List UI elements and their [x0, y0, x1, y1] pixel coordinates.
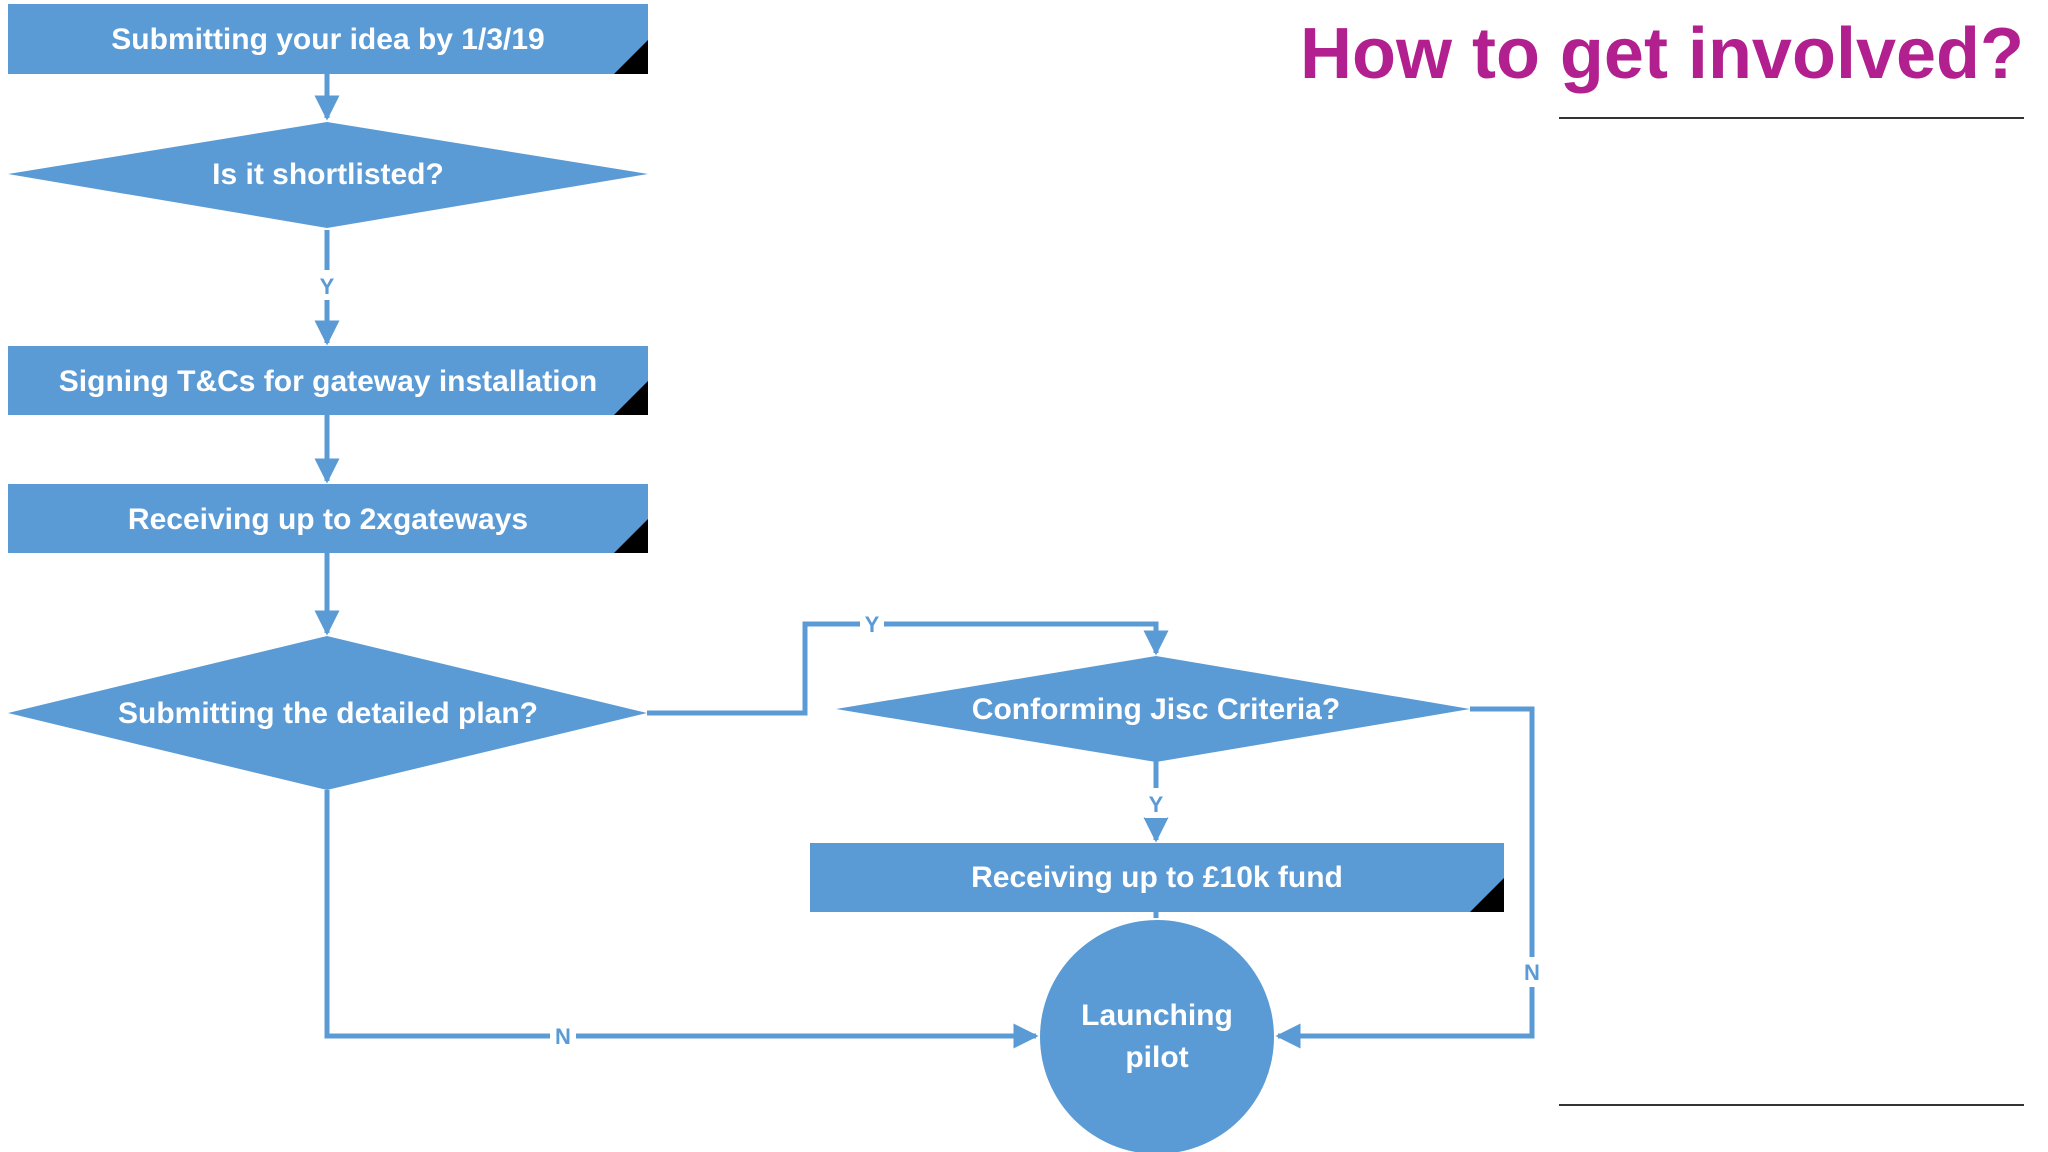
terminal-launch-pilot: Launching pilot — [1040, 920, 1274, 1152]
decision-detailed-plan: Submitting the detailed plan? — [8, 636, 647, 790]
edge-label-plan-no: N — [555, 1024, 571, 1049]
decision-jisc-criteria: Conforming Jisc Criteria? — [836, 656, 1470, 762]
decision-shortlisted-label: Is it shortlisted? — [212, 158, 444, 191]
process-receive-fund-label: Receiving up to £10k fund — [971, 861, 1343, 894]
process-sign-tcs: Signing T&Cs for gateway installation — [8, 346, 648, 415]
edge-label-criteria-yes: Y — [1149, 792, 1164, 817]
slide-title: How to get involved? — [1299, 14, 2024, 94]
process-submit-idea: Submitting your idea by 1/3/19 — [8, 4, 648, 74]
edge-label-bg — [1519, 957, 1545, 987]
decision-detailed-plan-label: Submitting the detailed plan? — [118, 697, 538, 730]
edge-label-shortlisted-yes: Y — [320, 274, 335, 299]
decision-jisc-criteria-label: Conforming Jisc Criteria? — [972, 693, 1340, 726]
edge-label-bg — [1145, 788, 1167, 818]
edge-label-bg — [550, 1021, 576, 1051]
process-receive-gateways-label: Receiving up to 2xgateways — [128, 503, 528, 536]
process-receive-fund: Receiving up to £10k fund — [810, 843, 1504, 912]
corner-mark — [614, 519, 648, 553]
title-rule-bottom — [1559, 1104, 2024, 1106]
process-receive-gateways: Receiving up to 2xgateways — [8, 484, 648, 553]
edge-label-criteria-no: N — [1524, 960, 1540, 985]
connector-criteria-no-to-pilot — [1275, 706, 1535, 1049]
terminal-launch-pilot-line1: Launching — [1081, 999, 1233, 1032]
decision-shortlisted: Is it shortlisted? — [8, 122, 648, 228]
corner-mark — [614, 381, 648, 415]
connector-plan-no-to-pilot — [324, 790, 1039, 1049]
terminal-launch-pilot-line2: pilot — [1125, 1041, 1188, 1074]
corner-mark — [1470, 878, 1504, 912]
edge-label-bg — [316, 270, 338, 300]
process-submit-idea-label: Submitting your idea by 1/3/19 — [111, 23, 544, 56]
title-rule-top — [1559, 117, 2024, 119]
edge-label-bg — [860, 610, 884, 638]
corner-mark — [614, 40, 648, 74]
edge-label-plan-yes: Y — [865, 612, 880, 637]
process-sign-tcs-label: Signing T&Cs for gateway installation — [59, 365, 597, 398]
connector-plan-yes-to-criteria — [647, 621, 1169, 716]
